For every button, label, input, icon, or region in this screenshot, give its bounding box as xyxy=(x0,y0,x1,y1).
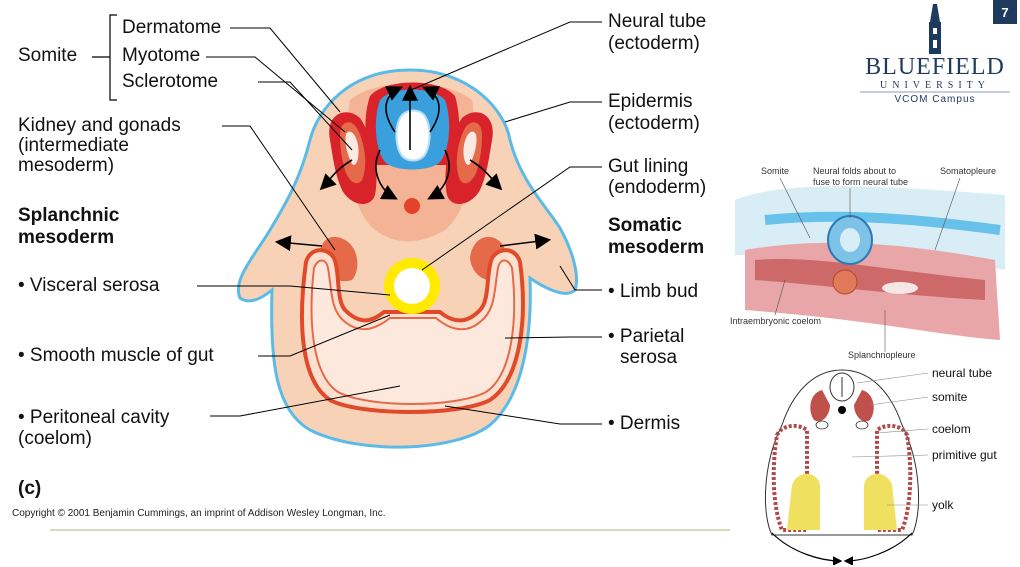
left-somite xyxy=(329,112,377,205)
inset-label-splanchnopleure: Splanchnopleure xyxy=(848,350,916,360)
inset-label-neural-folds-2: fuse to form neural tube xyxy=(813,177,909,187)
inset-b-yolk: yolk xyxy=(932,498,954,512)
label-gut-lining-1: Gut lining xyxy=(608,156,689,177)
inset-b-somite: somite xyxy=(932,390,968,404)
inset-label-somite: Somite xyxy=(761,166,790,176)
label-dermatome: Dermatome xyxy=(122,17,222,38)
label-kidney-line1: Kidney and gonads xyxy=(18,115,181,136)
label-peritoneal-1: • Peritoneal cavity xyxy=(18,407,170,428)
label-parietal-1: • Parietal xyxy=(608,326,685,347)
inset-label-intraembryonic-coelom: Intraembryonic coelom xyxy=(730,316,822,326)
right-somite xyxy=(445,112,493,205)
label-kidney-line2: (intermediate xyxy=(18,135,129,156)
notochord xyxy=(404,198,420,214)
gut-lumen xyxy=(394,268,430,304)
label-epidermis-1: Epidermis xyxy=(608,91,693,112)
label-visceral-serosa: • Visceral serosa xyxy=(18,275,160,296)
logo-subtitle: UNIVERSITY xyxy=(880,80,990,91)
inset-cross-section xyxy=(765,369,929,565)
label-myotome: Myotome xyxy=(122,45,201,66)
bluefield-logo: BLUEFIELD UNIVERSITY VCOM Campus xyxy=(860,0,1010,110)
label-smooth-muscle: • Smooth muscle of gut xyxy=(18,345,214,366)
label-neural-tube-2: (ectoderm) xyxy=(608,33,700,54)
label-splanchnic-2: mesoderm xyxy=(18,227,115,248)
label-neural-tube-1: Neural tube xyxy=(608,11,707,32)
tower-icon xyxy=(929,4,941,54)
page-number-badge: 7 xyxy=(993,0,1017,24)
peritoneal-cavity xyxy=(310,259,516,405)
inset-label-somatopleure: Somatopleure xyxy=(940,166,997,176)
label-somatic-2: mesoderm xyxy=(608,237,705,258)
inset-b-primitive-gut: primitive gut xyxy=(932,448,997,462)
label-dermis: • Dermis xyxy=(608,413,681,434)
inset-label-neural-folds-1: Neural folds about to xyxy=(813,166,897,176)
label-parietal-2: serosa xyxy=(620,347,678,368)
label-somatic-1: Somatic xyxy=(608,215,682,236)
inset-b-coelom: coelom xyxy=(932,422,971,436)
label-kidney-line3: mesoderm) xyxy=(18,155,115,176)
figure-letter: (c) xyxy=(18,478,42,499)
logo-campus: VCOM Campus xyxy=(894,94,976,105)
logo-divider xyxy=(860,91,1010,93)
label-peritoneal-2: (coelom) xyxy=(18,428,92,449)
neural-canal xyxy=(395,109,431,162)
embryo-cross-section xyxy=(92,14,602,449)
inset-b-neural-tube: neural tube xyxy=(932,366,993,380)
label-epidermis-2: (ectoderm) xyxy=(608,113,700,134)
label-gut-lining-2: (endoderm) xyxy=(608,177,707,198)
copyright: Copyright © 2001 Benjamin Cummings, an i… xyxy=(12,508,386,519)
label-sclerotome: Sclerotome xyxy=(122,71,219,92)
logo-name: BLUEFIELD xyxy=(865,54,1005,80)
label-splanchnic-1: Splanchnic xyxy=(18,205,120,226)
footer-rule xyxy=(50,529,730,531)
label-somite: Somite xyxy=(18,45,78,66)
label-limb-bud: • Limb bud xyxy=(608,281,699,302)
inset-3d-section xyxy=(735,177,1005,352)
